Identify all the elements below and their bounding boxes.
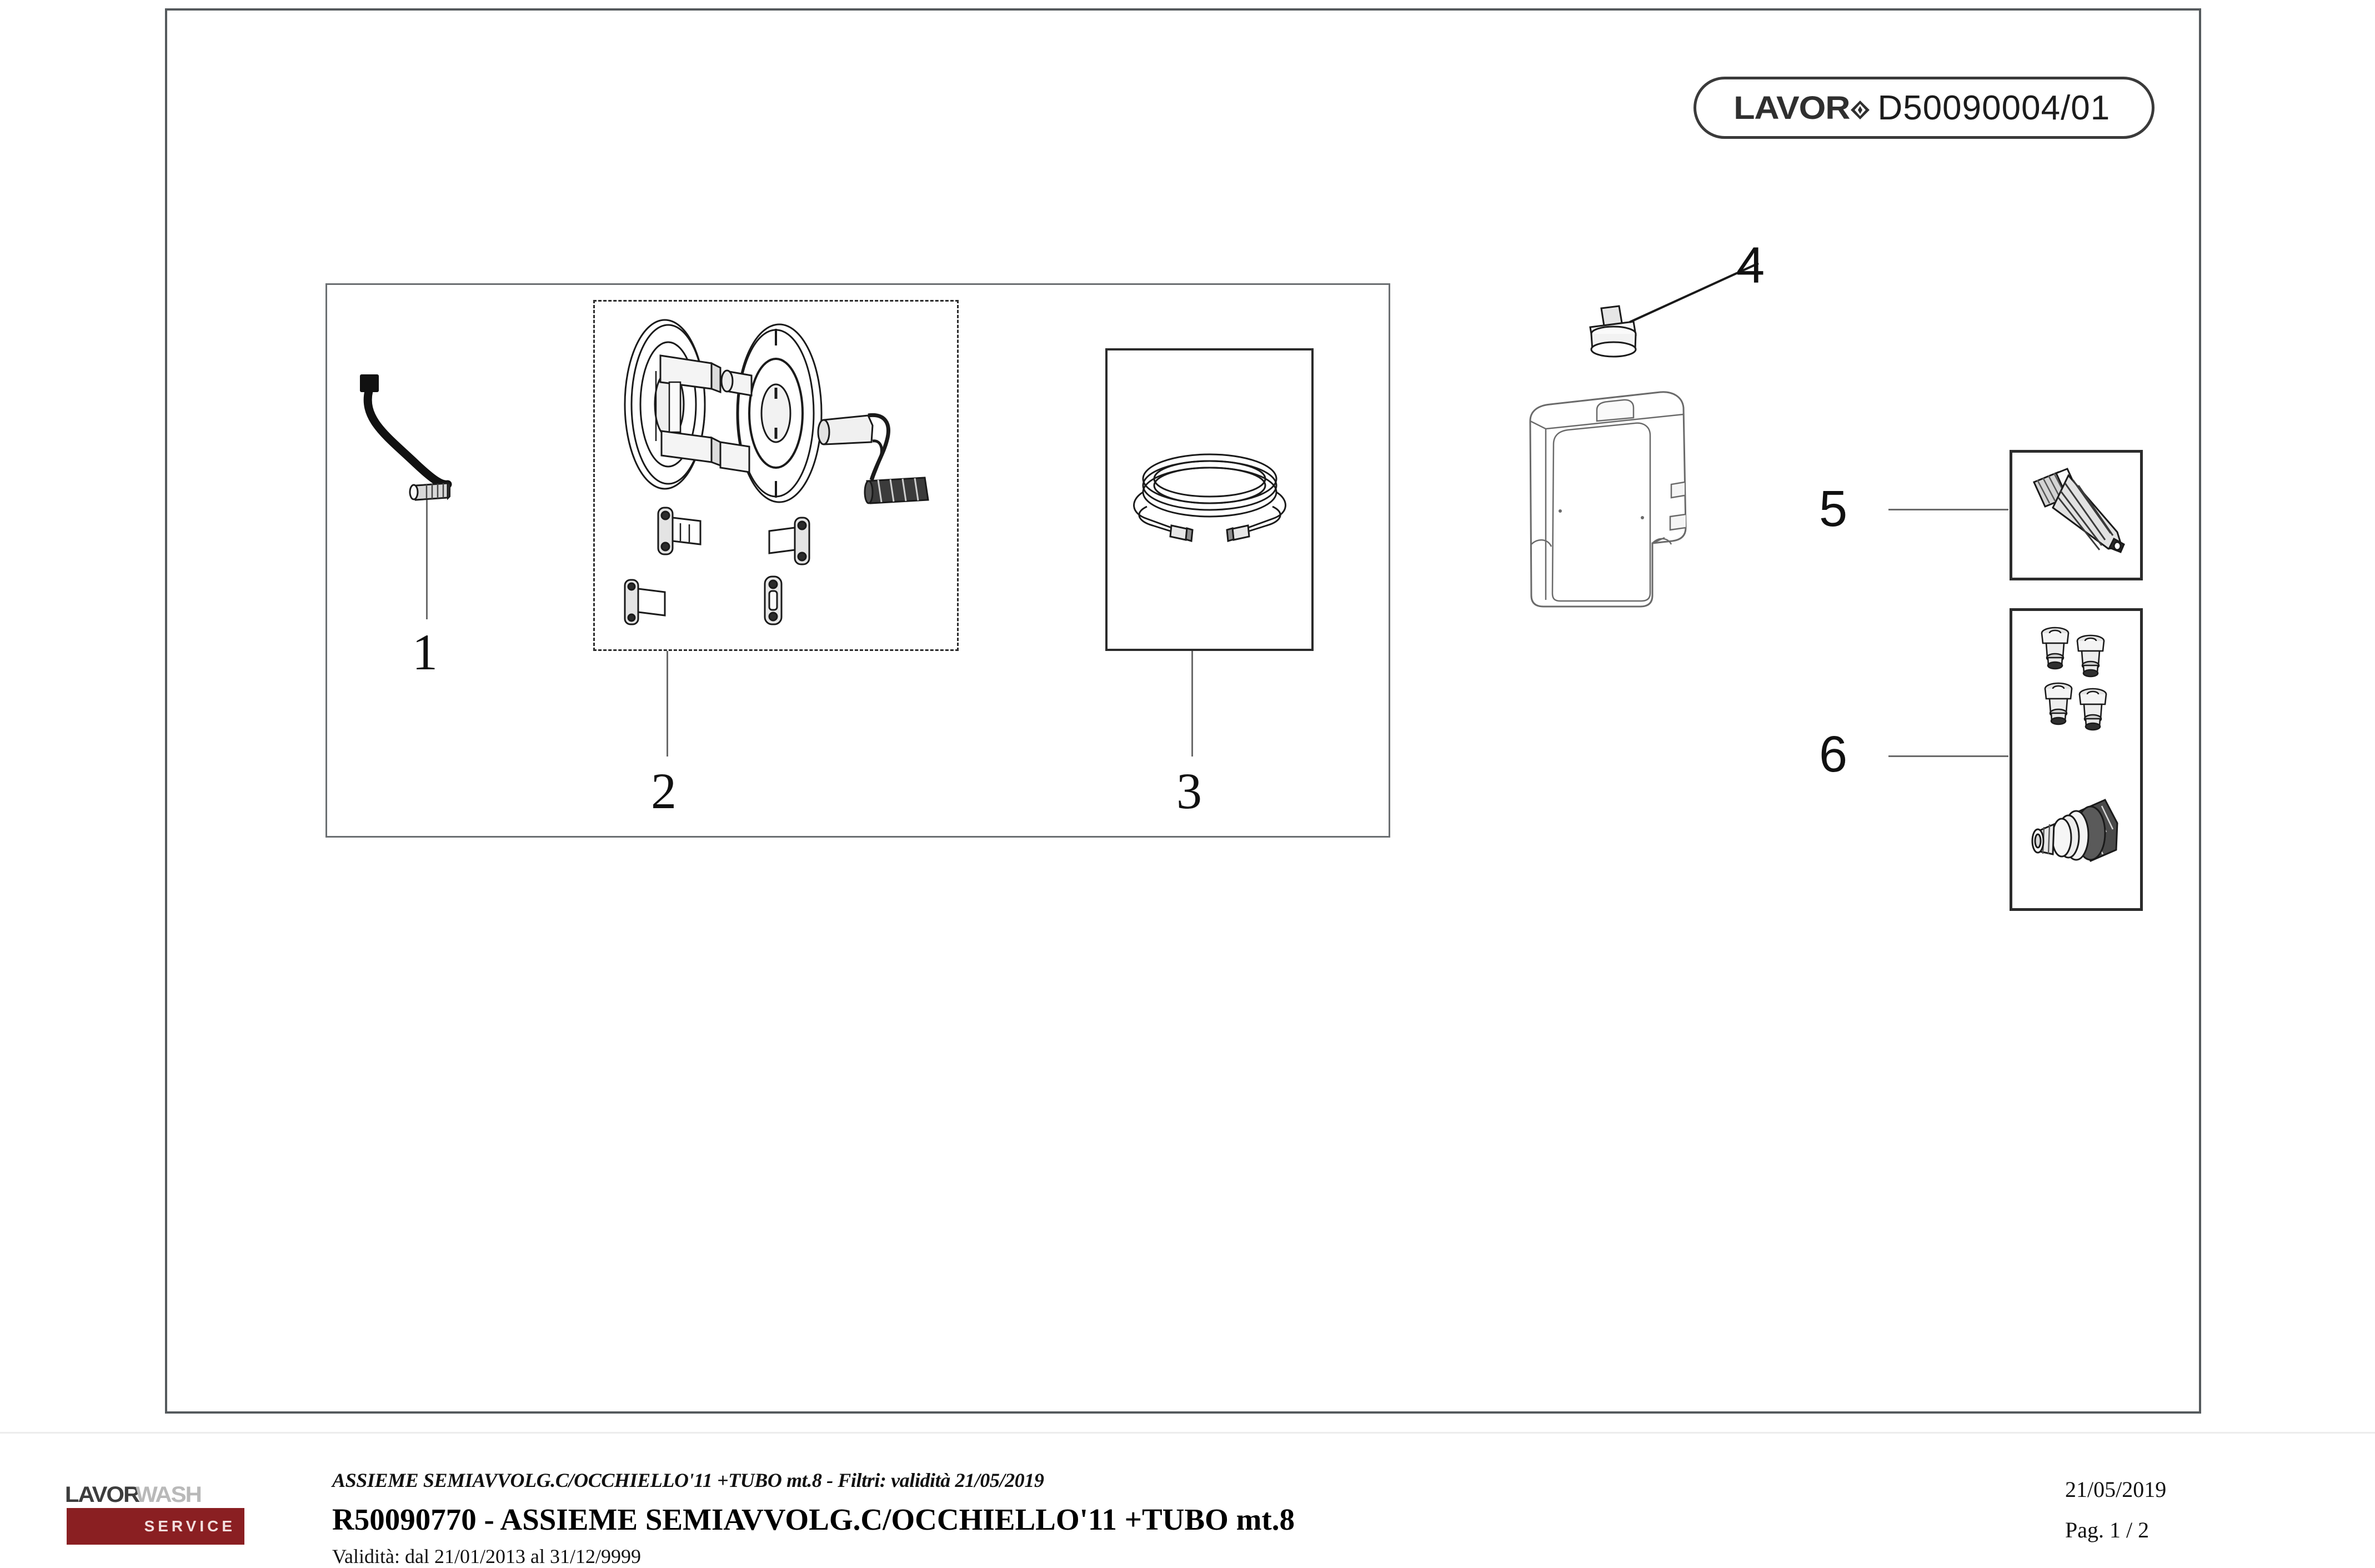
tank-cap — [1580, 303, 1652, 375]
callout-5: 5 — [1819, 480, 1848, 537]
logo-word-wash: WASH — [136, 1482, 202, 1507]
callout-4: 4 — [1736, 237, 1765, 294]
leader-line-6 — [1888, 755, 2008, 757]
footer-divider — [0, 1432, 2375, 1434]
leader-line-2 — [667, 651, 668, 757]
filter-nozzle-box — [2010, 450, 2143, 580]
footer-meta-block: 21/05/2019 Pag. 1 / 2 — [2065, 1476, 2166, 1543]
leader-line-5 — [1888, 509, 2008, 510]
callout-2: 2 — [651, 763, 677, 819]
footer-subtitle: ASSIEME SEMIAVVOLG.C/OCCHIELLO'11 +TUBO … — [332, 1469, 1044, 1491]
hose-reel-group-dashed-box — [593, 300, 959, 651]
nozzle-tips-and-connector-box — [2010, 608, 2143, 911]
coiled-hose-box — [1105, 348, 1314, 651]
part-number-code: D50090004/01 — [1877, 88, 2111, 127]
leader-line-1 — [426, 500, 428, 619]
footer-text-block: ASSIEME SEMIAVVOLG.C/OCCHIELLO'11 +TUBO … — [332, 1469, 1832, 1568]
diamond-icon — [1851, 101, 1870, 119]
callout-6: 6 — [1819, 726, 1848, 783]
footer-page-number: Pag. 1 / 2 — [2065, 1517, 2149, 1542]
callout-3: 3 — [1176, 763, 1202, 819]
power-cable-assembly — [333, 367, 500, 544]
logo-word-lavor: LAVOR — [64, 1482, 140, 1507]
footer-title: R50090770 - ASSIEME SEMIAVVOLG.C/OCCHIEL… — [332, 1502, 1295, 1536]
nozzle-tips-and-connector — [2022, 617, 2133, 900]
assembly-group-box — [325, 283, 1390, 838]
footer-date: 21/05/2019 — [2065, 1477, 2167, 1502]
leader-line-4 — [1627, 261, 1761, 325]
logo-service-bar: SERVICE — [67, 1508, 244, 1545]
lavor-wordmark: LAVOR — [1733, 89, 1850, 126]
callout-1: 1 — [412, 624, 438, 680]
coiled-hose — [1118, 444, 1301, 544]
hose-reel-assembly — [603, 304, 953, 643]
logo-word-service: SERVICE — [144, 1517, 236, 1535]
part-number-badge: LAVOR D50090004/01 — [1693, 77, 2154, 139]
drawing-frame — [165, 8, 2201, 1414]
leader-line-3 — [1191, 651, 1193, 757]
detergent-tank — [1519, 389, 1713, 611]
filter-nozzle — [2026, 467, 2132, 567]
footer-validity: Validità: dal 21/01/2013 al 31/12/9999 — [332, 1545, 641, 1567]
